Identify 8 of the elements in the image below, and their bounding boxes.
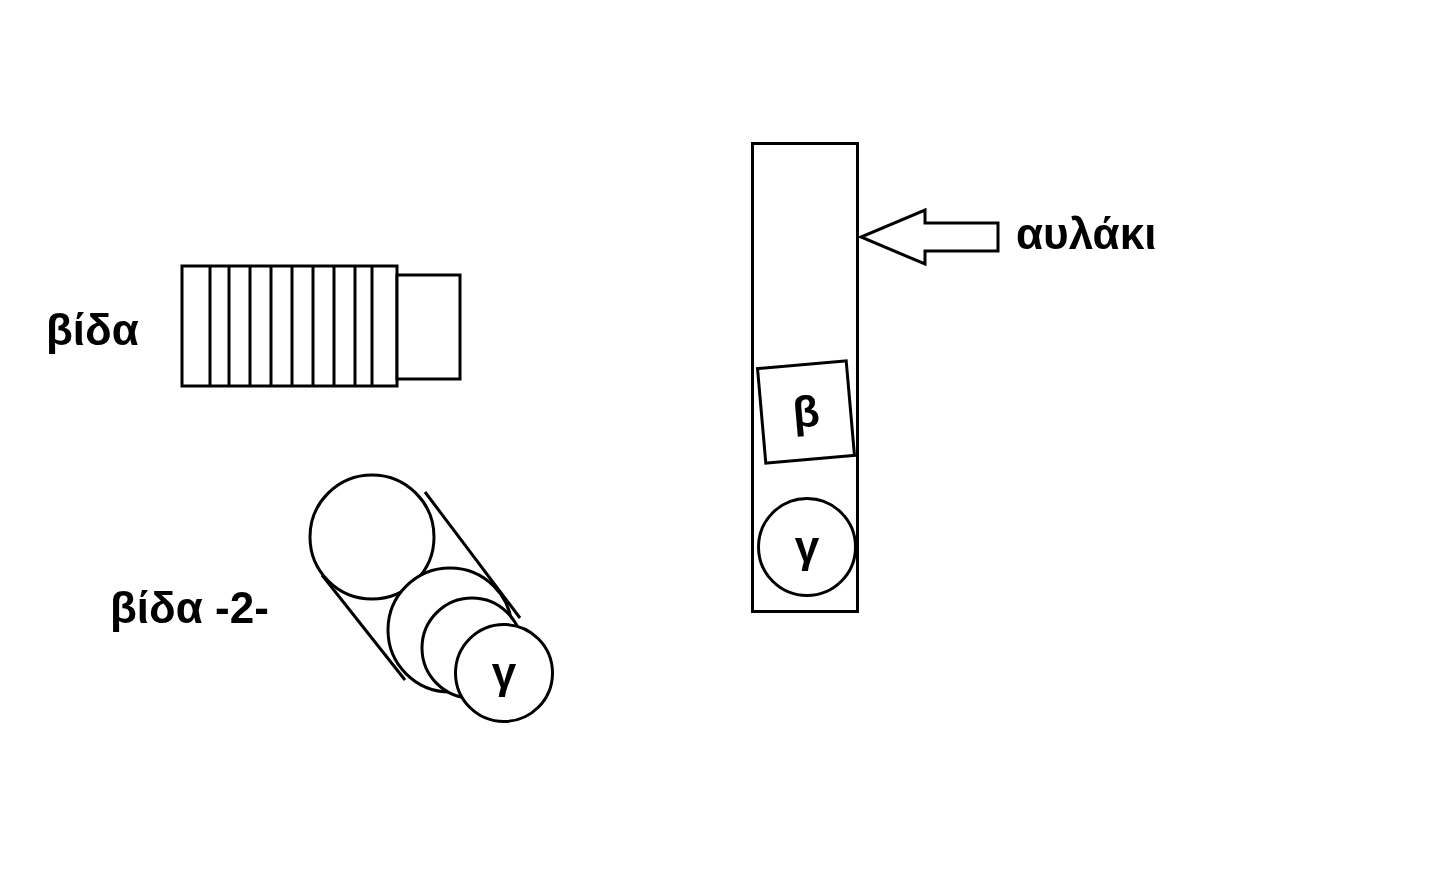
ball-circle: γ — [757, 497, 857, 597]
part-label: αυλάκι — [1016, 212, 1191, 262]
block-part: β — [755, 359, 857, 465]
arrow — [857, 207, 1000, 267]
part-label: βίδα -2- — [110, 586, 269, 630]
ball-circle: γ — [454, 623, 554, 723]
part-label: βίδα — [46, 308, 139, 352]
groove-slot — [751, 142, 859, 613]
